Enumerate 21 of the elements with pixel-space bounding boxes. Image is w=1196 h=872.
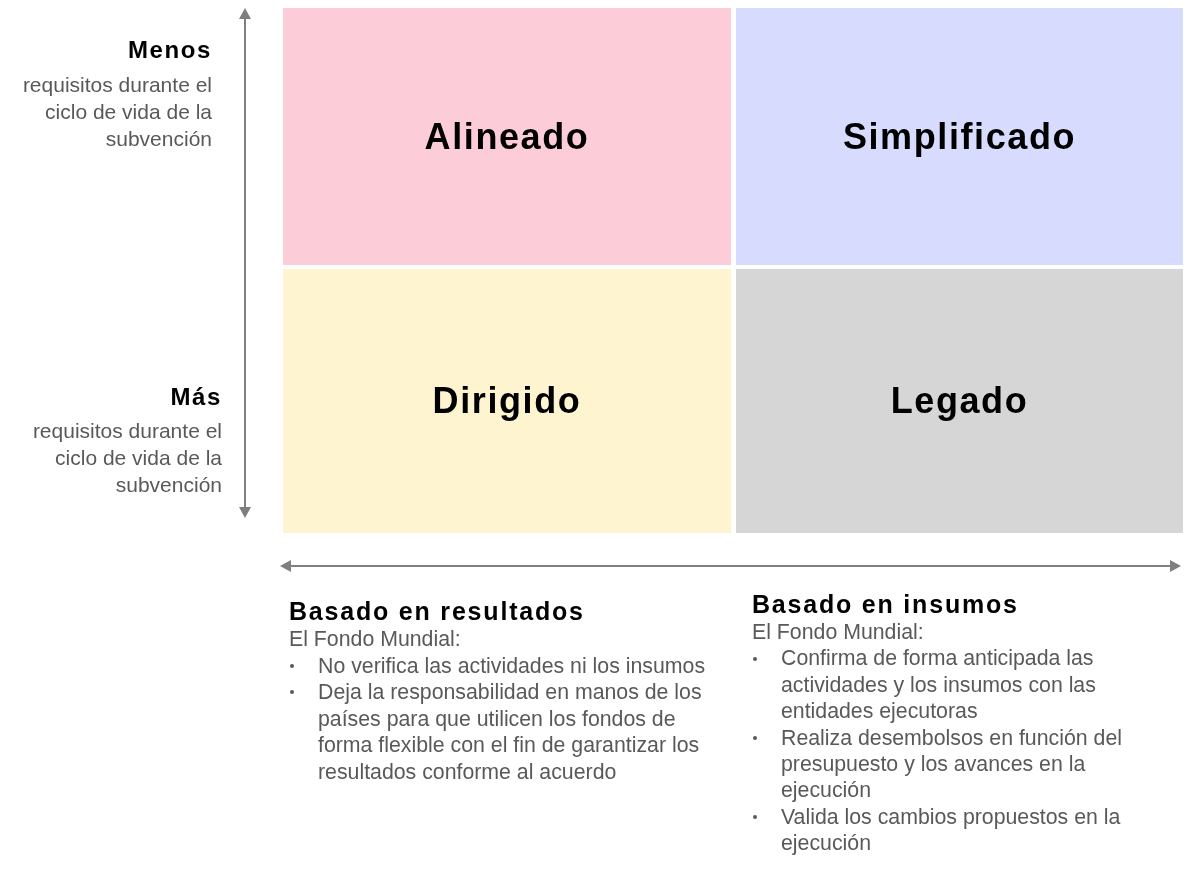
quadrant-box: [736, 8, 1183, 265]
quadrant-box: [283, 8, 731, 265]
axis-heading: Más: [169, 383, 222, 411]
quadrant-title: Legado: [890, 380, 1029, 422]
intro-text: El Fondo Mundial:: [752, 619, 924, 646]
bullet-text: Valida los cambios propuestos en la ejecución: [781, 803, 1122, 857]
quadrant-title: Alineado: [424, 115, 590, 158]
column-heading: Basado en resultados: [289, 597, 585, 625]
quadrant-box: [283, 269, 731, 533]
quadrant-box: [736, 269, 1183, 533]
bullet-text: Realiza desembolsos en función del presupuesto y los avances en la ejecución: [781, 724, 1123, 804]
column-heading: Basado en insumos: [752, 590, 1019, 618]
quadrant-title: Dirigido: [432, 380, 582, 422]
intro-text: El Fondo Mundial:: [289, 626, 461, 653]
axis-description: requisitos durante el ciclo de vida de la subvención: [31, 418, 222, 498]
bullet-text: Confirma de forma anticipada las actividades y los insumos con las entidades ejecutoras: [781, 645, 1097, 725]
bullet-text: No verifica las actividades ni los insumos: [318, 652, 707, 679]
bullet-text: Deja la responsabilidad en manos de los países para que utilicen los fondos de forma flexible con el fin de garantizar los resultados conforme al acuerdo: [318, 679, 703, 785]
quadrant-title: Simplificado: [842, 115, 1077, 158]
axis-heading: Menos: [127, 36, 212, 64]
axis-description: requisitos durante el ciclo de vida de la subvención: [21, 72, 212, 152]
